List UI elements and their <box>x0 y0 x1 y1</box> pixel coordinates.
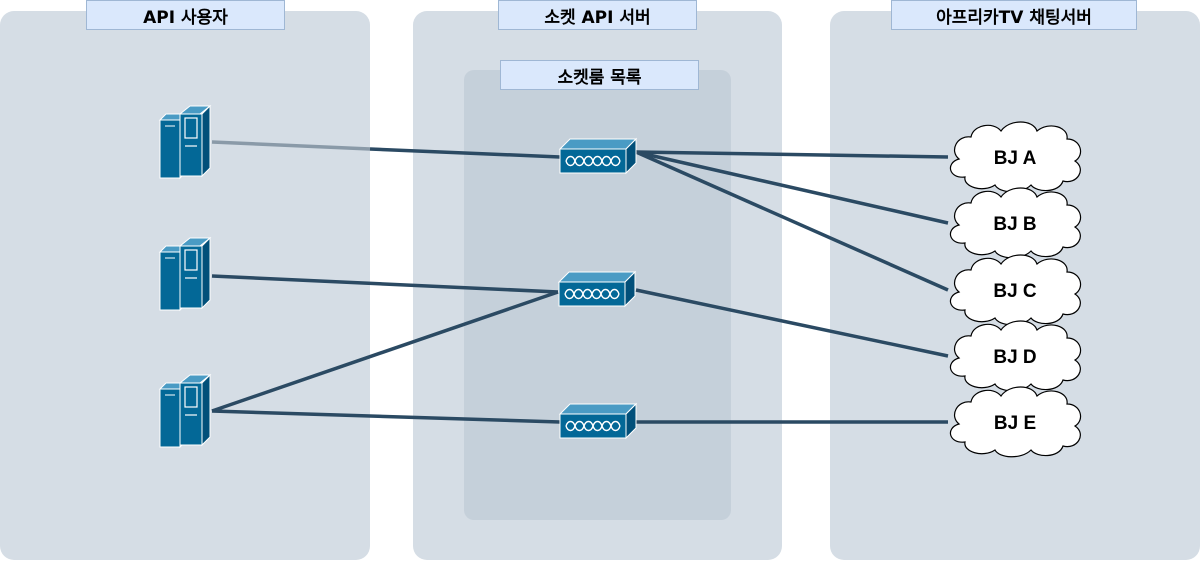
client-devices <box>158 104 212 449</box>
bj-cloud-node: BJ A <box>949 121 1082 193</box>
cloud-icon <box>949 187 1082 259</box>
cloud-icon <box>949 254 1082 326</box>
bj-label: BJ A <box>994 148 1037 169</box>
api-client-device-icon <box>158 373 212 449</box>
api-users-label: API 사용자 <box>86 0 285 30</box>
connection-line <box>635 288 949 358</box>
api-client-device-icon <box>158 236 212 312</box>
connection-line <box>635 150 949 292</box>
connection-lines <box>211 140 949 424</box>
bj-cloud-node: BJ C <box>949 254 1082 326</box>
connection-line <box>369 147 561 159</box>
bj-clouds: BJ A BJ B BJ C BJ D BJ E <box>949 121 1082 458</box>
chat-server-label: 아프리카TV 채팅서버 <box>891 0 1137 30</box>
connection-line <box>211 140 371 151</box>
bj-label: BJ C <box>993 281 1037 302</box>
socket-room-hub-icon <box>558 137 638 175</box>
connection-line <box>211 274 559 294</box>
socket-room-hub-icon <box>558 402 638 440</box>
bj-label: BJ D <box>993 347 1036 368</box>
socket-api-server-label: 소켓 API 서버 <box>498 0 697 30</box>
socket-rooms <box>557 137 638 440</box>
cloud-icon <box>949 386 1082 458</box>
connection-line <box>635 150 949 225</box>
bj-label: BJ B <box>993 214 1036 235</box>
socket-room-hub-icon <box>557 270 637 308</box>
api-client-device-icon <box>158 104 212 180</box>
bj-cloud-node: BJ E <box>949 386 1082 458</box>
bj-cloud-node: BJ B <box>949 187 1082 259</box>
cloud-icon <box>949 121 1082 193</box>
connection-line <box>211 290 559 413</box>
connection-line <box>211 409 561 424</box>
bj-cloud-node: BJ D <box>949 320 1082 392</box>
socket-room-list-label: 소켓룸 목록 <box>500 60 699 90</box>
bj-label: BJ E <box>994 413 1036 434</box>
cloud-icon <box>949 320 1082 392</box>
connection-line <box>635 150 949 159</box>
